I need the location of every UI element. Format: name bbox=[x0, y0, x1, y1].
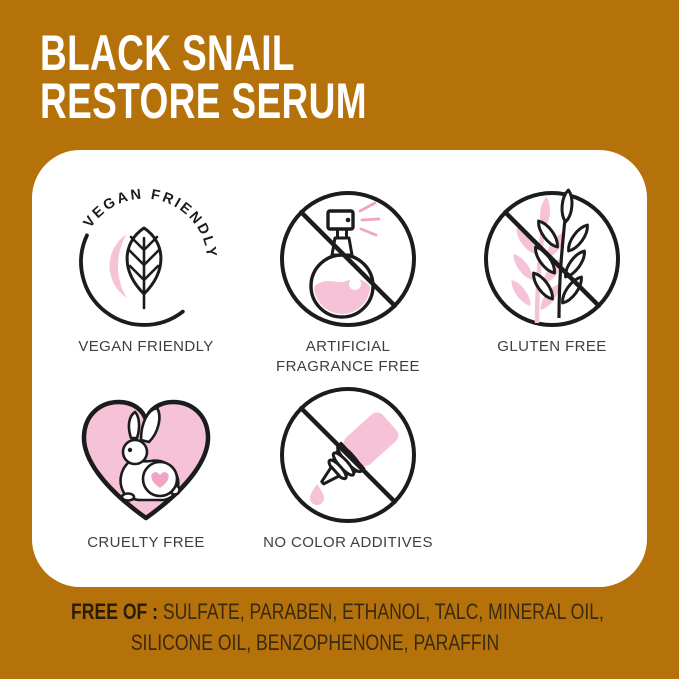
vegan-friendly-label: VEGAN FRIENDLY bbox=[78, 338, 214, 355]
feature-vegan-friendly: VEGAN FRIENDLY VEGAN FRIENDLY bbox=[56, 176, 236, 357]
free-of-label: FREE OF : bbox=[71, 599, 159, 624]
gluten-free-label: GLUTEN FREE bbox=[497, 338, 607, 355]
free-of-line1: FREE OF :SULFATE, PARABEN, ETHANOL, TALC… bbox=[71, 596, 604, 627]
cruelty-free-icon bbox=[81, 399, 211, 521]
feature-gluten-free: GLUTEN FREE bbox=[462, 176, 642, 357]
free-of-statement: FREE OF :SULFATE, PARABEN, ETHANOL, TALC… bbox=[10, 596, 620, 658]
features-panel: VEGAN FRIENDLY VEGAN FRIENDLY ARTIF bbox=[32, 150, 647, 587]
no-color-additives-label: NO COLOR ADDITIVES bbox=[263, 534, 433, 551]
gluten-free-icon bbox=[484, 188, 620, 327]
vegan-friendly-icon: VEGAN FRIENDLY bbox=[79, 186, 217, 327]
no-color-additives-icon bbox=[280, 387, 416, 523]
feature-cruelty-free: CRUELTY FREE bbox=[56, 380, 236, 553]
product-title: BLACK SNAIL RESTORE SERUM bbox=[40, 25, 367, 129]
product-title-line2: RESTORE SERUM bbox=[40, 73, 367, 129]
cruelty-free-label: CRUELTY FREE bbox=[87, 534, 205, 551]
artificial-fragrance-free-icon bbox=[280, 191, 416, 327]
free-of-items-line1: SULFATE, PARABEN, ETHANOL, TALC, MINERAL… bbox=[162, 599, 604, 624]
free-of-line2: SILICONE OIL, BENZOPHENONE, PARAFFIN bbox=[130, 630, 500, 655]
feature-artificial-fragrance-free: ARTIFICIAL FRAGRANCE FREE bbox=[258, 176, 438, 377]
artificial-fragrance-free-label: ARTIFICIAL FRAGRANCE FREE bbox=[276, 338, 420, 375]
feature-no-color-additives: NO COLOR ADDITIVES bbox=[258, 380, 438, 553]
product-title-line1: BLACK SNAIL bbox=[40, 25, 295, 81]
